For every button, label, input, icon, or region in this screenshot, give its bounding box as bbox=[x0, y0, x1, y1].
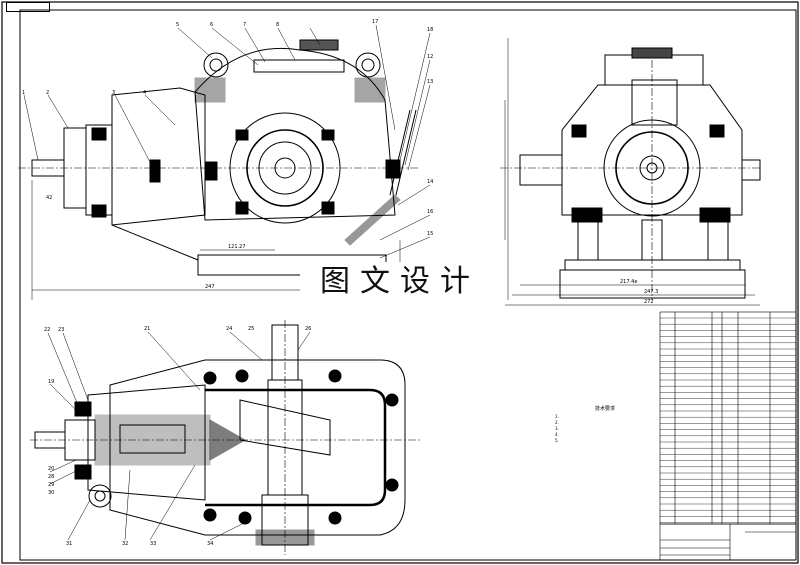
callout-label: 14 bbox=[427, 179, 433, 185]
technical-notes: 技术要求 1. 2. 3. 4. 5. bbox=[555, 406, 655, 444]
dimension-label: 42 bbox=[46, 195, 52, 201]
callout-label: 33 bbox=[150, 541, 156, 547]
callout-label: 21 bbox=[144, 326, 150, 332]
note-line: 4. bbox=[555, 432, 559, 437]
callout-label: 20 bbox=[48, 466, 54, 472]
callout-label: 3 bbox=[112, 90, 115, 96]
watermark-label: 图文设计 bbox=[300, 262, 500, 302]
callout-label: 15 bbox=[427, 231, 433, 237]
dimension-label: 247 bbox=[205, 284, 215, 290]
callout-label: 19 bbox=[48, 379, 54, 385]
callout-label: 18 bbox=[427, 27, 433, 33]
drawing-number-box bbox=[6, 2, 50, 12]
callout-label: 32 bbox=[122, 541, 128, 547]
side-view bbox=[500, 38, 761, 306]
callout-label: 5 bbox=[176, 22, 179, 28]
note-line: 1. bbox=[555, 414, 559, 419]
callout-label: 24 bbox=[226, 326, 232, 332]
parts-list bbox=[659, 311, 797, 561]
callout-label: 26 bbox=[305, 326, 311, 332]
callout-label: 22 bbox=[44, 327, 50, 333]
note-line: 3. bbox=[555, 426, 559, 431]
callout-label: 28 bbox=[48, 474, 54, 480]
front-view bbox=[18, 24, 431, 300]
plan-view bbox=[30, 320, 420, 555]
inner-border bbox=[19, 9, 797, 561]
callout-label: 6 bbox=[210, 22, 213, 28]
callout-label: 2 bbox=[46, 90, 49, 96]
dimension-label: 121.27 bbox=[228, 244, 246, 250]
callout-label: 8 bbox=[276, 22, 279, 28]
dimension-label: 247.3 bbox=[644, 289, 658, 295]
callout-label: 30 bbox=[48, 490, 54, 496]
callout-label: 17 bbox=[372, 19, 378, 25]
parts-list-rows bbox=[660, 317, 796, 523]
notes-title: 技术要求 bbox=[594, 406, 615, 412]
callout-label: 23 bbox=[58, 327, 64, 333]
dimension-label: 217.4e bbox=[620, 279, 637, 285]
callout-label: 25 bbox=[248, 326, 254, 332]
callout-label: 12 bbox=[427, 54, 433, 60]
note-line: 5. bbox=[555, 438, 559, 443]
callout-label: 16 bbox=[427, 209, 433, 215]
callout-label: 4 bbox=[143, 90, 146, 96]
callout-label: 29 bbox=[48, 482, 54, 488]
callout-label: 13 bbox=[427, 79, 433, 85]
dimension-label: 272 bbox=[644, 299, 654, 305]
callout-label: 34 bbox=[207, 541, 213, 547]
callout-label: 7 bbox=[243, 22, 246, 28]
callout-label: 31 bbox=[66, 541, 72, 547]
note-line: 2. bbox=[555, 420, 559, 425]
callout-label: 1 bbox=[22, 90, 25, 96]
